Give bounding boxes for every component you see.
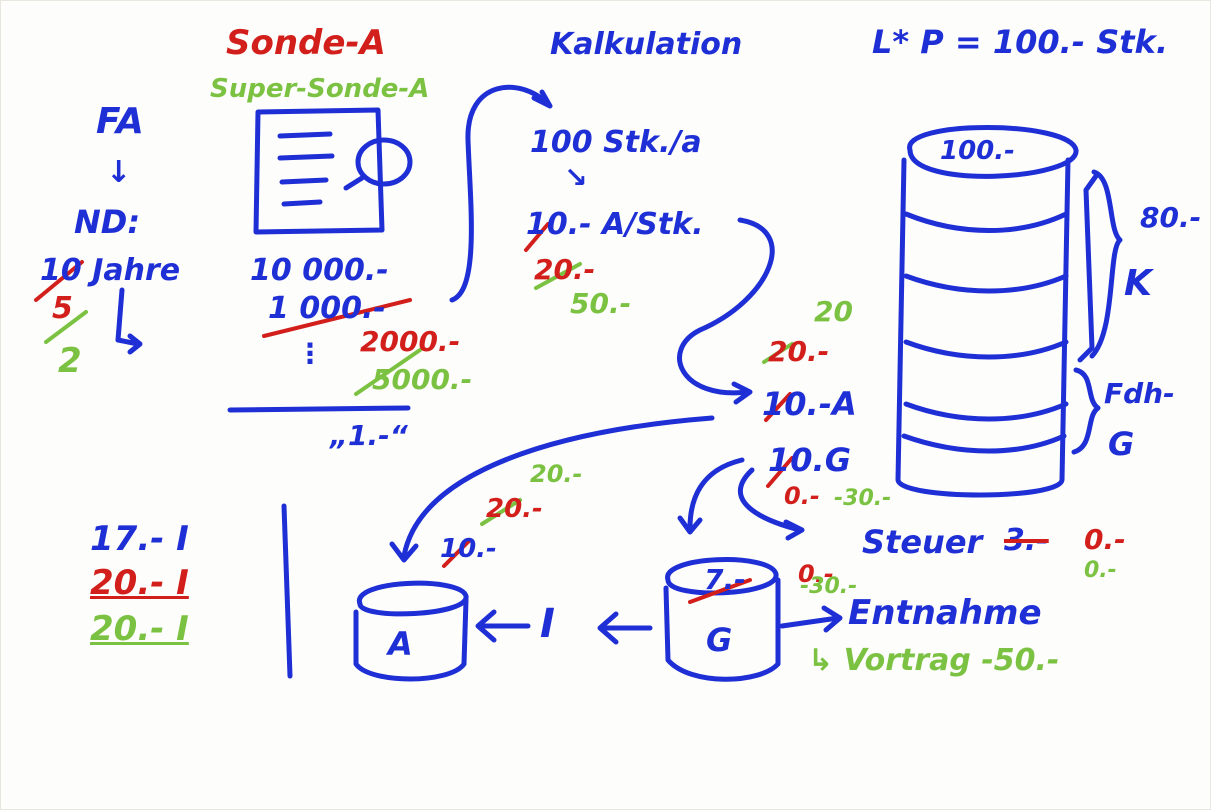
price-note: L* P = 100.- Stk.: [872, 23, 1168, 61]
fdh-brace: [1071, 367, 1101, 455]
g-to-i-arrow: [597, 611, 653, 645]
nd-label: ND:: [74, 203, 141, 241]
tax-label: Steuer: [862, 523, 983, 561]
g-red-value: 0.-: [798, 560, 834, 588]
middle-red-20: 20.-: [768, 335, 830, 368]
cylinder-top-value: 100.-: [940, 136, 1015, 166]
vertical-divider: [281, 503, 293, 679]
qty-arrow: ↘: [564, 161, 588, 194]
a-cylinder: [353, 580, 469, 682]
k-brace: [1089, 169, 1123, 359]
tax-red-zero: 0.-: [1084, 523, 1126, 556]
sum-line: [227, 405, 411, 413]
g-cylinder-top-value: 7.-: [704, 563, 746, 596]
middle-green-20: 20: [814, 295, 853, 328]
red-strike-marks: [34, 222, 794, 604]
calc-connector-arrow: [449, 84, 553, 303]
price-per-unit-red: 20.-: [534, 253, 596, 286]
years-five: 5: [52, 291, 73, 326]
g-cylinder-label: G: [706, 621, 733, 659]
cylinder-drawing: [895, 125, 1099, 498]
g-green-value: -30.-: [800, 574, 858, 599]
green-strike-marks: [44, 262, 794, 526]
bottom-left-blue: 17.- I: [90, 519, 189, 559]
a-to-cylinder-arrow: [389, 415, 715, 563]
a-blue-value: 10.-: [440, 534, 497, 564]
amount-ellipsis: ⋮: [296, 337, 324, 370]
amount-10000: 10 000.-: [250, 253, 389, 288]
a-green-value: 20.-: [530, 460, 583, 488]
middle-g-amount: 10.G: [768, 441, 851, 479]
title-super-sonde-a: Super-Sonde-A: [210, 74, 430, 104]
price-per-unit-green: 50.-: [570, 287, 632, 320]
unit-to-a-arrow: [677, 217, 775, 405]
middle-red-zero: 0.-: [784, 482, 820, 510]
a-red-value: 20.-: [486, 494, 543, 524]
amount-5000: 5000.-: [372, 363, 473, 396]
bottom-left-red: 20.- I: [90, 563, 189, 603]
middle-green-minus30: -30.-: [834, 486, 892, 511]
fa-label: FA: [96, 101, 144, 142]
entnahme-label: Entnahme: [848, 593, 1042, 633]
title-sonde-a: Sonde-A: [226, 23, 386, 63]
price-per-unit: 10.- A/Stk.: [526, 207, 704, 242]
bottom-left-green: 20.- I: [90, 609, 189, 649]
probe-sketch: [253, 107, 413, 235]
amount-2000: 2000.-: [360, 325, 461, 358]
g-cylinder: [663, 557, 781, 682]
qty-per-year: 100 Stk./a: [530, 125, 702, 160]
cylinder-k: K: [1124, 263, 1152, 304]
a-cylinder-label: A: [388, 625, 413, 663]
fa-arrow: ↓: [106, 155, 132, 190]
cylinder-fdh: Fdh-: [1104, 377, 1175, 410]
tax-value: 3.-: [1004, 523, 1049, 558]
i-arrow-left: [475, 609, 531, 643]
years-text: 10 Jahre: [40, 253, 181, 288]
g-to-entnahme-arrow: [779, 605, 843, 633]
middle-a-amount: 10.-A: [762, 385, 857, 423]
i-label: I: [540, 601, 555, 647]
vortrag-label: ↳ Vortrag -50.-: [808, 643, 1060, 678]
cylinder-80: 80.-: [1140, 201, 1202, 234]
g-down-arrows: [677, 457, 805, 541]
nd-hook-arrow: [115, 287, 143, 355]
kalkulation-heading: Kalkulation: [550, 27, 743, 62]
tax-green-zero: 0.-: [1084, 558, 1117, 583]
cylinder-g: G: [1108, 425, 1135, 463]
amount-one: „1.-“: [330, 419, 408, 452]
years-two: 2: [58, 341, 82, 381]
amount-1000: 1 000.-: [268, 291, 386, 326]
